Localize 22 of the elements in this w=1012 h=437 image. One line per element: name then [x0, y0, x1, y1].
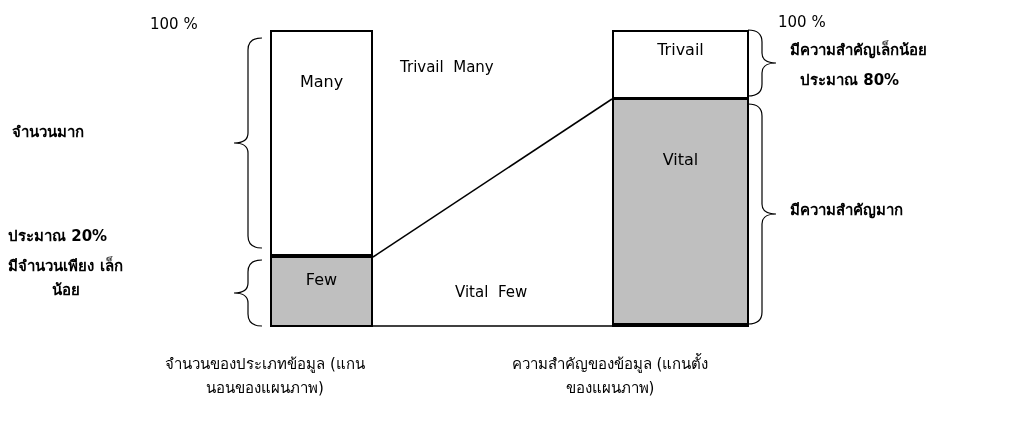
annotation-text: มีความสำคัญมาก [790, 200, 904, 221]
bar-segment [612, 30, 749, 99]
bar-segment [270, 256, 373, 327]
annotation-text: 100 % [150, 14, 199, 35]
segment-label: Trivail [657, 40, 704, 59]
annotation-text: มีจำนวนเพียง เล็กน้อย [8, 255, 123, 301]
axis-caption: ความสำคัญของข้อมูล (แกนตั้งของแผนภาพ) [510, 352, 710, 399]
annotation-text: ประมาณ 20% [8, 226, 109, 247]
annotation-text: 100 % [778, 12, 827, 33]
annotation-text: มีความสำคัญเล็กน้อย [790, 39, 928, 61]
bar-segment [270, 30, 373, 258]
annotation-text: Vital Few [455, 282, 529, 303]
annotation-text: ประมาณ 80% [800, 70, 901, 91]
connector-line [372, 98, 613, 258]
annotation-text: จำนวนมาก [12, 122, 85, 143]
axis-caption: จำนวนของประเภทข้อมูล (แกนนอนของแผนภาพ) [164, 354, 366, 399]
annotation-text: Trivail Many [400, 57, 495, 78]
segment-label: Many [299, 72, 344, 91]
connector-line [372, 325, 613, 327]
segment-label: Vital [662, 150, 699, 169]
bar-segment [612, 98, 749, 327]
segment-label: Few [305, 270, 338, 289]
